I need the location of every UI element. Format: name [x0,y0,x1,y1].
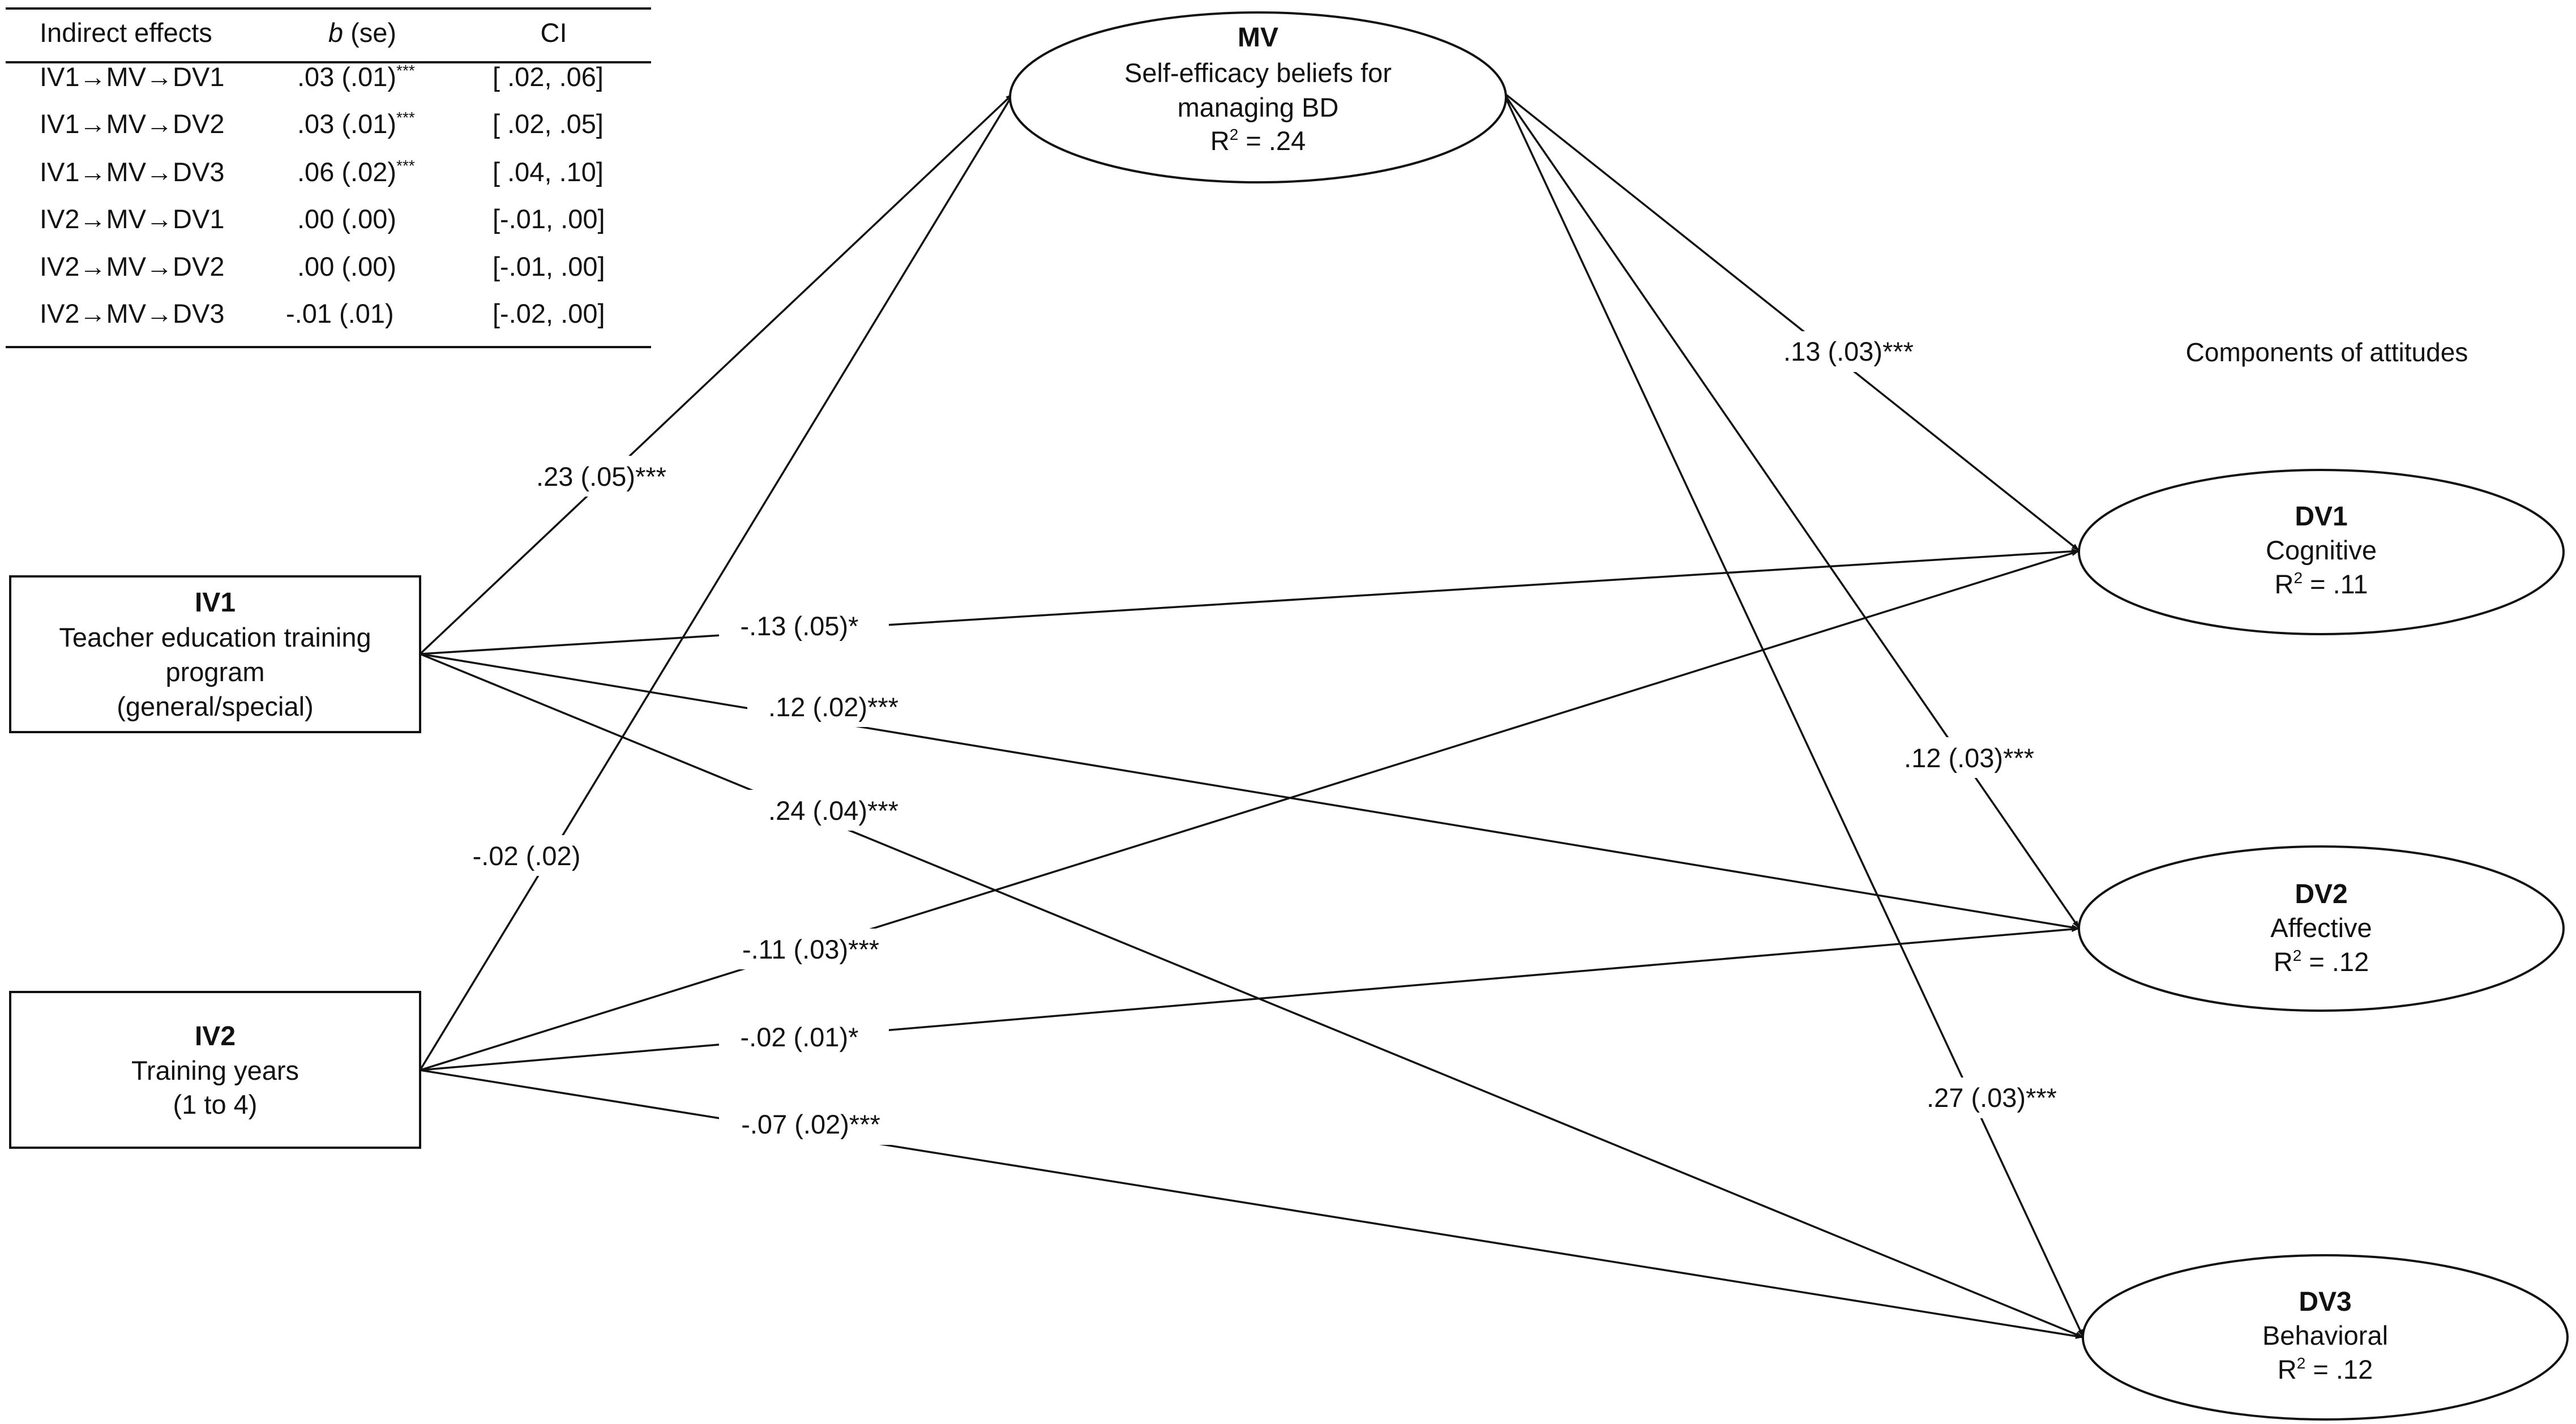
table-row: IV2→MV→DV2 .00 (.00) [-.01, .00] [40,251,605,281]
table-cell-path: IV1→MV→DV3 [40,157,224,187]
node-dv2-title: DV2 [2295,879,2347,909]
table-row: IV1→MV→DV2 .03 (.01)*** [ .02, .05] [40,109,604,139]
arrow-iv2-to-dv2 [420,926,2080,1071]
arrow-mv-to-dv1 [1502,91,2081,552]
table-cell-b: .06 (.02)*** [297,157,415,187]
node-mv-shape [1009,11,1507,183]
table-cell-b: .03 (.01)*** [297,109,415,139]
path-labels: .23 (.05)*** -.02 (.02) -.13 (.05)* .12 … [459,331,2083,1145]
node-mv-label: Self-efficacy beliefs for [1124,58,1392,88]
table-cell-ci: [ .02, .05] [493,109,604,139]
node-iv2-label: (1 to 4) [173,1089,258,1119]
node-iv1-label: program [165,657,264,687]
table-row: IV1→MV→DV1 .03 (.01)*** [ .02, .06] [40,62,604,92]
table-cell-ci: [-.02, .00] [493,298,605,328]
node-iv2-shape [9,991,421,1149]
table-cell-path: IV1→MV→DV2 [40,109,224,139]
node-iv1-title: IV1 [195,588,236,618]
node-dv1-r2: R2 = .11 [2275,569,2368,599]
node-dv3-shape [2082,1254,2569,1421]
node-dv3-r2: R2 = .12 [2278,1354,2373,1384]
node-dv1-shape [2078,469,2565,635]
arrow-iv1-to-dv3 [420,653,2084,1339]
node-dv1: DV1 Cognitive R2 = .11 [2078,469,2565,635]
arrow-mv-to-dv3 [1502,92,2085,1338]
arrow-iv1-to-dv1 [420,548,2080,655]
components-heading: Components of attitudes [2186,337,2468,367]
node-dv3: DV3 Behavioral R2 = .12 [2082,1254,2569,1421]
node-dv2-shape [2078,845,2565,1012]
table-header-effects: Indirect effects [40,18,212,48]
path-label-iv1-mv: .23 (.05)*** [536,461,666,491]
node-mv: MV Self-efficacy beliefs for managing BD… [1009,11,1507,183]
arrow-iv2-to-mv [419,93,1015,1071]
path-label-iv2-dv2: -.02 (.01)* [741,1022,859,1052]
table-header-b-se: b (se) [328,18,396,48]
table-row: IV2→MV→DV3 -.01 (.01) [-.02, .00] [40,298,605,328]
path-label-iv2-dv3: -.07 (.02)*** [741,1109,880,1139]
node-iv1-shape [9,575,421,733]
table-cell-b: .00 (.00) [297,251,396,281]
table-cell-path: IV2→MV→DV3 [40,298,224,328]
table-cell-ci: [-.01, .00] [493,251,605,281]
indirect-effects-table: Indirect effects b (se) CI IV1→MV→DV1 .0… [6,7,651,348]
node-dv2-label: Affective [2270,913,2372,943]
node-dv1-title: DV1 [2295,502,2347,532]
table-row: IV2→MV→DV1 .00 (.00) [-.01, .00] [40,204,605,234]
table-cell-ci: [ .04, .10] [493,157,604,187]
path-label-mv-dv1: .13 (.03)*** [1783,336,1914,366]
table-cell-ci: [-.01, .00] [493,204,605,234]
path-label-iv2-mv: -.02 (.02) [473,841,581,871]
node-mv-r2: R2 = .24 [1210,126,1306,156]
path-label-mv-dv3: .27 (.03)*** [1927,1083,2057,1113]
path-label-mv-dv2: .12 (.03)*** [1904,743,2034,773]
node-iv2-label: Training years [131,1055,299,1085]
arrow-mv-to-dv2 [1502,92,2081,929]
node-mv-title: MV [1238,23,1278,53]
path-arrows [419,91,2085,1339]
table-cell-b: -.01 (.01) [286,298,394,328]
path-label-iv1-dv3: .24 (.04)*** [768,796,898,826]
node-iv1-label: Teacher education training [59,622,371,652]
node-dv2: DV2 Affective R2 = .12 [2078,845,2565,1012]
path-label-iv2-dv1: -.11 (.03)*** [742,934,879,964]
node-dv1-label: Cognitive [2266,535,2377,565]
table-header-ci: CI [541,18,567,48]
table-cell-path: IV2→MV→DV1 [40,204,224,234]
node-dv3-title: DV3 [2299,1287,2351,1317]
path-label-iv1-dv2: .12 (.02)*** [768,692,898,722]
table-cell-ci: [ .02, .06] [493,62,604,92]
arrow-iv2-to-dv1 [420,550,2080,1071]
table-row: IV1→MV→DV3 .06 (.02)*** [ .04, .10] [40,157,604,187]
table-cell-b: .03 (.01)*** [297,62,415,92]
table-cell-path: IV1→MV→DV1 [40,62,224,92]
node-iv1-label: (general/special) [117,691,313,721]
node-iv1: IV1 Teacher education training program (… [9,575,421,733]
arrow-iv2-to-dv3 [420,1069,2084,1339]
path-label-iv1-dv1: -.13 (.05)* [741,611,859,641]
table-cell-path: IV2→MV→DV2 [40,251,224,281]
node-iv2: IV2 Training years (1 to 4) [9,991,421,1149]
node-dv3-label: Behavioral [2262,1320,2388,1350]
table-cell-b: .00 (.00) [297,204,396,234]
node-dv2-r2: R2 = .12 [2274,947,2369,977]
arrow-iv1-to-dv2 [420,653,2080,930]
node-mv-label: managing BD [1178,92,1339,122]
arrow-iv1-to-mv [419,92,1015,655]
node-iv2-title: IV2 [195,1021,236,1051]
